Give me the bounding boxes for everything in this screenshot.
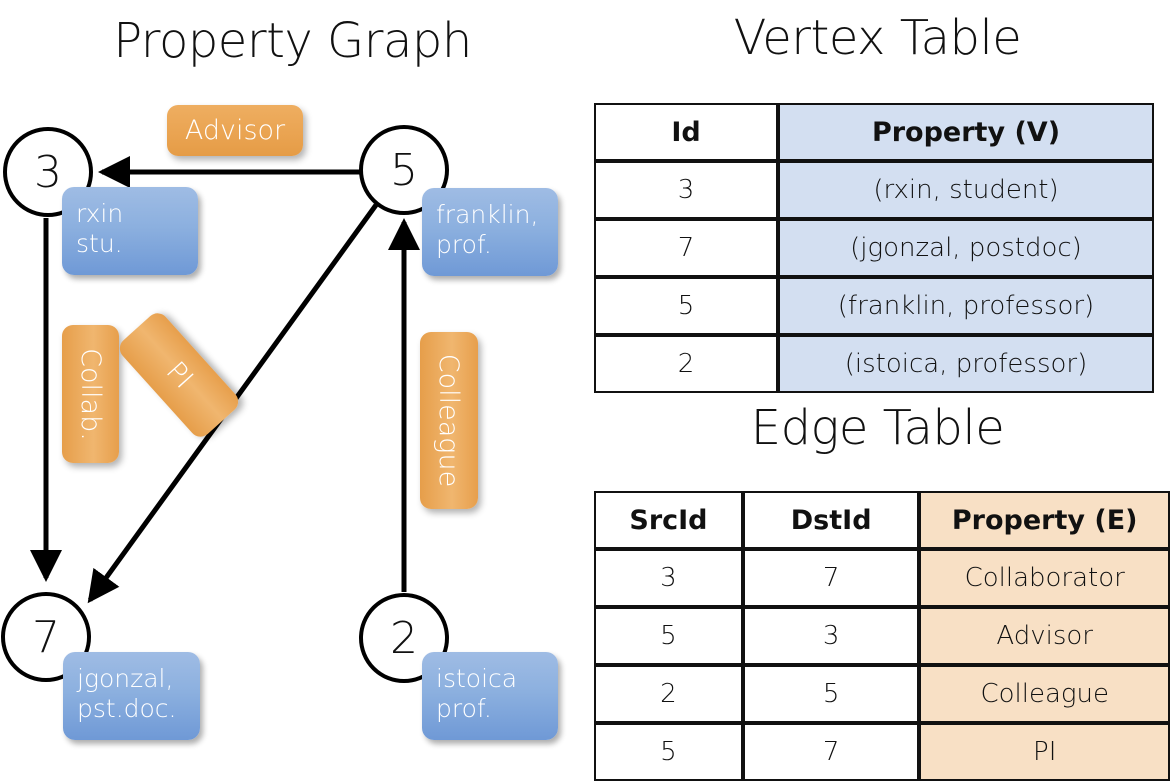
edge-cell-property: PI [919, 723, 1170, 781]
edge-label-colleague-text: Colleague [433, 353, 465, 488]
vertex-property-box-3: rxin stu. [62, 187, 198, 275]
table-row: 5 3 Advisor [594, 607, 1170, 665]
vertex-cell-property: (jgonzal, postdoc) [778, 219, 1154, 277]
edge-col-header-srcid: SrcId [594, 491, 743, 549]
vertex-cell-property: (rxin, student) [778, 161, 1154, 219]
vertex-cell-property: (istoica, professor) [778, 335, 1154, 393]
edge-cell-dstid: 7 [742, 549, 920, 607]
vertex-col-header-property: Property (V) [778, 103, 1154, 161]
edge-label-colleague: Colleague [420, 332, 478, 509]
edge-cell-dstid: 7 [742, 723, 920, 781]
edge-cell-srcid: 5 [594, 723, 743, 781]
edge-label-pi-text: PI [159, 355, 199, 395]
vertex-property-3-line2: stu. [76, 229, 123, 258]
edge-label-collab-text: Collab. [75, 347, 106, 441]
page-title-property-graph: Property Graph [113, 13, 472, 69]
edge-label-advisor-text: Advisor [184, 115, 286, 146]
edge-cell-srcid: 5 [594, 607, 743, 665]
edge-col-header-property: Property (E) [919, 491, 1170, 549]
table-row: 5 (franklin, professor) [594, 277, 1154, 335]
edge-cell-dstid: 3 [742, 607, 920, 665]
edge-label-collab: Collab. [62, 325, 119, 463]
vertex-table: Id Property (V) 3 (rxin, student) 7 (jgo… [594, 103, 1154, 393]
vertex-col-header-id: Id [594, 103, 778, 161]
table-row: 3 (rxin, student) [594, 161, 1154, 219]
vertex-property-box-5: franklin, prof. [422, 188, 558, 276]
vertex-cell-id: 2 [594, 335, 778, 393]
edge-cell-srcid: 3 [594, 549, 743, 607]
vertex-property-5-line2: prof. [436, 230, 492, 259]
table-row: 3 7 Collaborator [594, 549, 1170, 607]
edge-cell-property: Colleague [919, 665, 1170, 723]
slide-canvas: Property Graph Vertex Table Edge Table A… [1, 10, 1170, 781]
table-header-row: SrcId DstId Property (E) [594, 491, 1170, 549]
vertex-cell-id: 7 [594, 219, 778, 277]
edge-cell-srcid: 2 [594, 665, 743, 723]
edge-cell-property: Advisor [919, 607, 1170, 665]
page-title-vertex-table: Vertex Table [733, 10, 1022, 66]
vertex-property-7-line1: jgonzal, [77, 664, 174, 693]
edge-cell-dstid: 5 [742, 665, 920, 723]
vertex-property-2-line2: prof. [436, 694, 492, 723]
table-row: 2 5 Colleague [594, 665, 1170, 723]
vertex-property-5-line1: franklin, [436, 200, 539, 229]
graph-node-5: 5 [359, 125, 449, 215]
edge-cell-property: Collaborator [919, 549, 1170, 607]
vertex-property-3-line1: rxin [76, 199, 124, 228]
page-title-edge-table: Edge Table [750, 400, 1005, 456]
vertex-property-box-2: istoica prof. [422, 652, 558, 740]
vertex-property-7-line2: pst.doc. [77, 694, 177, 723]
vertex-cell-id: 3 [594, 161, 778, 219]
vertex-cell-id: 5 [594, 277, 778, 335]
graph-node-2: 2 [359, 593, 449, 683]
table-header-row: Id Property (V) [594, 103, 1154, 161]
table-row: 7 (jgonzal, postdoc) [594, 219, 1154, 277]
table-row: 5 7 PI [594, 723, 1170, 781]
edge-label-advisor: Advisor [167, 105, 303, 156]
vertex-property-box-7: jgonzal, pst.doc. [63, 652, 200, 740]
vertex-property-2-line1: istoica [436, 664, 518, 693]
edge-col-header-dstid: DstId [742, 491, 920, 549]
table-row: 2 (istoica, professor) [594, 335, 1154, 393]
vertex-cell-property: (franklin, professor) [778, 277, 1154, 335]
edge-table: SrcId DstId Property (E) 3 7 Collaborato… [594, 491, 1170, 781]
